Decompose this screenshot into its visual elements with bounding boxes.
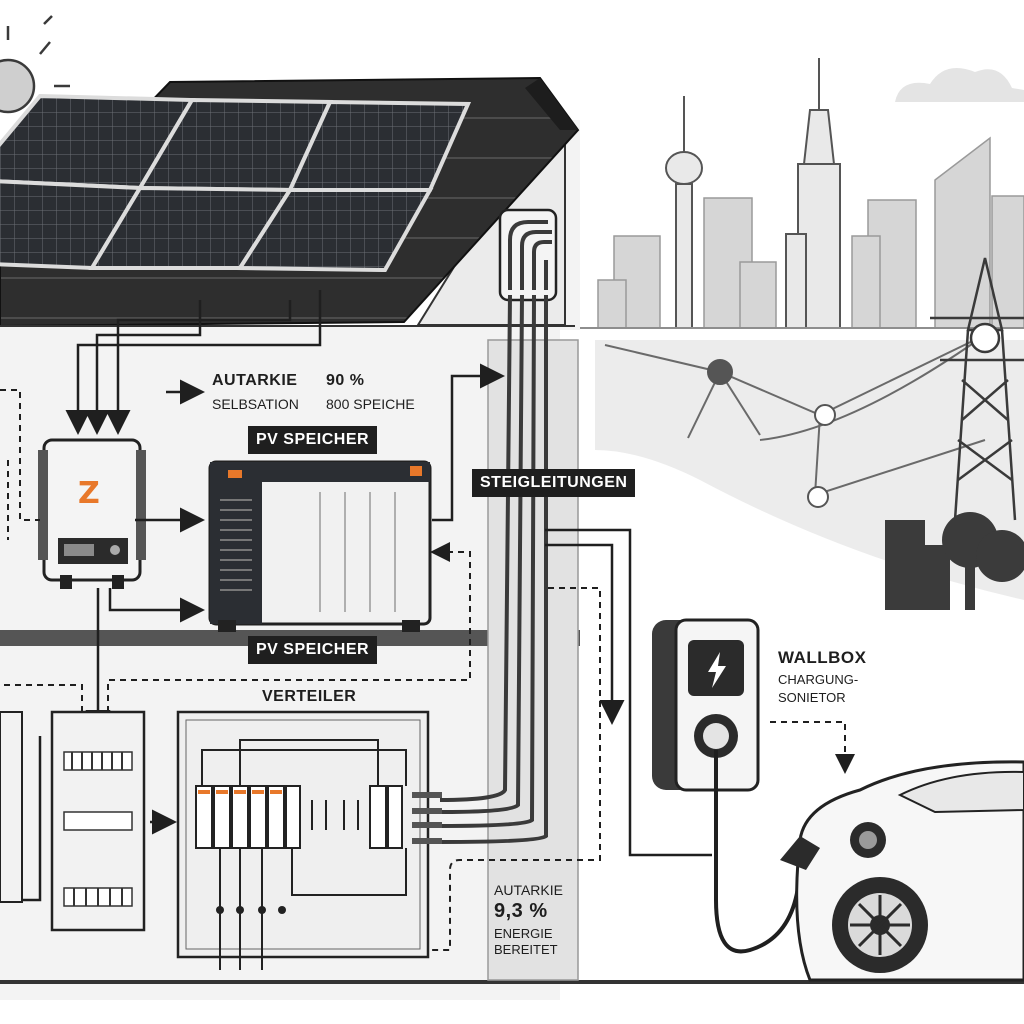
wallbox-icon [652, 618, 802, 954]
electric-car-icon [780, 760, 1024, 982]
inverter-logo: Z [78, 476, 100, 511]
inverter-icon [38, 438, 146, 589]
autarkie-top-sub2: 800 SPEICHE [326, 396, 415, 412]
cloud-icon [895, 68, 1024, 102]
autarkie-top-title: AUTARKIE [212, 372, 298, 389]
wallbox-sub1: CHARGUNG- [778, 672, 859, 687]
autarkie-bottom-title: AUTARKIE [494, 882, 563, 898]
lightning-icon [708, 652, 726, 688]
autarkie-bottom-value: 9,3 % [494, 900, 548, 922]
autarkie-bottom-sub1: ENERGIE [494, 926, 553, 941]
wallbox-sub2: SONIETOR [778, 690, 846, 705]
autarkie-bottom-sub2: BEREITET [494, 942, 558, 957]
autarkie-top-value: 90 % [326, 372, 365, 389]
tree-icon [885, 512, 1024, 610]
steigleitungen-label: STEIGLEITUNGEN [472, 469, 636, 497]
riser-cables [439, 208, 558, 844]
battery-storage-icon [208, 460, 432, 632]
pv-speicher-top-label: PV SPEICHER [248, 426, 378, 454]
autarkie-top-sub1: SELBSATION [212, 396, 299, 412]
wallbox-title: WALLBOX [778, 648, 867, 667]
power-pylon-icon [930, 257, 1024, 521]
solar-panel-icon [0, 93, 472, 273]
city-skyline-icon [597, 136, 1024, 329]
tower-building-icon [785, 58, 841, 329]
verteiler-label: VERTEILER [262, 688, 357, 705]
tv-tower-icon [665, 96, 703, 329]
pv-speicher-bottom-label: PV SPEICHER [248, 636, 378, 664]
distribution-board-icon [0, 710, 442, 970]
